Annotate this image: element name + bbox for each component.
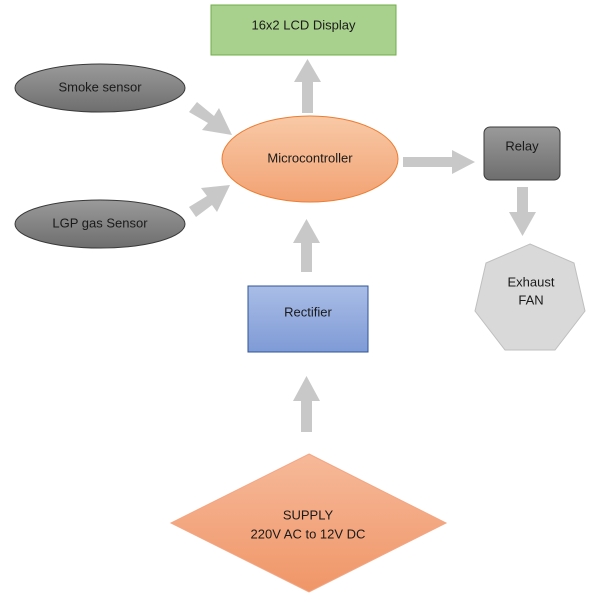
microcontroller-block: Microcontroller bbox=[221, 115, 399, 203]
arrow-mcu-to-lcd bbox=[294, 59, 321, 113]
supply-label-line1: SUPPLY bbox=[283, 507, 334, 522]
relay-block: Relay bbox=[483, 126, 561, 181]
smoke-sensor-ellipse bbox=[14, 63, 186, 113]
exhaust-fan-label-line2: FAN bbox=[518, 292, 543, 307]
supply-block: SUPPLY 220V AC to 12V DC bbox=[169, 453, 448, 593]
exhaust-fan-heptagon bbox=[474, 243, 586, 351]
supply-diamond bbox=[169, 453, 448, 593]
arrow-lpg-to-mcu bbox=[189, 185, 230, 217]
lpg-sensor-block: LGP gas Sensor bbox=[14, 199, 186, 249]
arrow-relay-to-fan bbox=[509, 187, 536, 236]
microcontroller-label: Microcontroller bbox=[267, 150, 353, 165]
smoke-sensor-label: Smoke sensor bbox=[58, 79, 142, 94]
relay-label: Relay bbox=[505, 138, 539, 153]
arrows bbox=[189, 59, 536, 432]
lpg-sensor-ellipse bbox=[14, 199, 186, 249]
supply-label-line2: 220V AC to 12V DC bbox=[251, 526, 366, 541]
exhaust-fan-block: Exhaust FAN bbox=[474, 243, 586, 351]
lcd-display-box bbox=[210, 4, 397, 56]
lcd-display-block: 16x2 LCD Display bbox=[210, 4, 397, 56]
exhaust-fan-label-line1: Exhaust bbox=[508, 274, 555, 289]
relay-box bbox=[483, 126, 561, 181]
lpg-sensor-label: LGP gas Sensor bbox=[52, 215, 148, 230]
lcd-display-label: 16x2 LCD Display bbox=[251, 17, 356, 32]
smoke-sensor-block: Smoke sensor bbox=[14, 63, 186, 113]
rectifier-label: Rectifier bbox=[284, 304, 332, 319]
rectifier-box bbox=[247, 285, 369, 353]
arrow-mcu-to-relay bbox=[403, 150, 475, 174]
rectifier-block: Rectifier bbox=[247, 285, 369, 353]
microcontroller-ellipse bbox=[221, 115, 399, 203]
arrow-smoke-to-mcu bbox=[189, 102, 232, 135]
arrow-rectifier-to-mcu bbox=[293, 219, 320, 272]
arrow-supply-to-rectifier bbox=[293, 376, 320, 432]
